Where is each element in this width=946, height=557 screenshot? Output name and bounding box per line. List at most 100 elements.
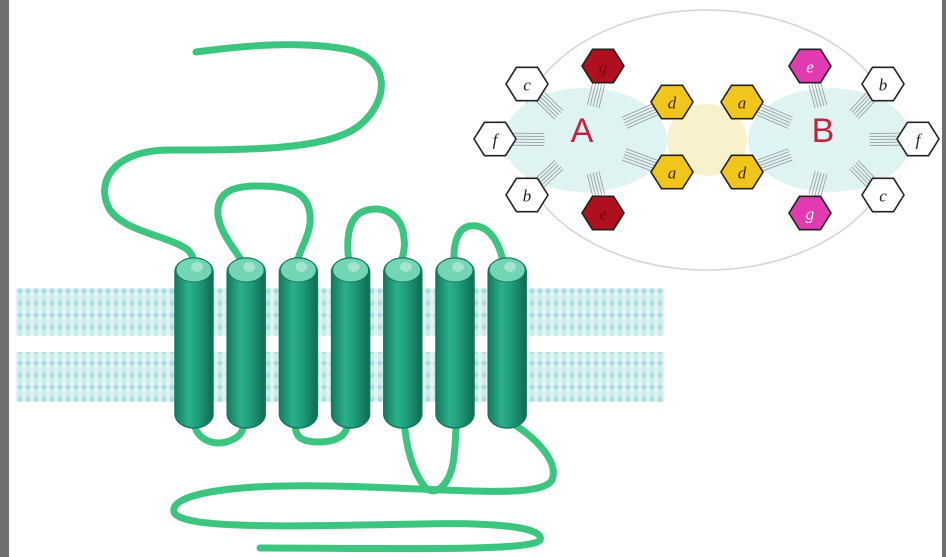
transmembrane-helix-1 [174,257,214,429]
transmembrane-helix-5 [383,257,423,429]
spoke-a-a-3 [623,153,656,167]
helix-top-cap-5 [384,257,422,283]
spoke-b-d-2 [759,156,792,170]
spoke-a-d-5 [626,114,659,129]
spoke-b-g-3 [814,172,822,196]
residue-hexagon-a-d [650,84,694,120]
residue-hexagon-b-c [861,177,905,213]
spoke-a-g-3 [592,83,600,107]
helix-top-cap-6 [436,257,474,283]
residue-letter-a-f: f [493,131,500,150]
spoke-a-e-1 [598,171,605,195]
residue-b-e: e [788,48,832,84]
spoke-b-c-5 [849,168,867,187]
spoke-a-c-2 [537,98,558,118]
residue-letter-b-b: b [879,76,888,95]
protein-chain [101,41,557,553]
spoke-b-e-4 [817,82,825,107]
helix-cylinder-3 [278,257,319,429]
spoke-a-c-1 [535,100,556,120]
spoke-a-g-5 [598,84,606,109]
helix-cap-highlight-3 [295,262,308,272]
residue-hexagon-b-e [788,48,832,84]
helix-cap-highlight-6 [452,262,464,272]
spoke-a-d-3 [623,108,656,124]
spoke-b-c-4 [851,166,869,185]
residue-hexagon-a-a [650,154,694,190]
residue-letter-b-c: c [879,187,887,206]
helix-top-cap-4 [332,257,370,283]
helix-top-cap-1 [175,257,213,283]
spoke-a-d-4 [625,111,657,127]
spoke-a-a-2 [625,151,657,164]
spoke-a-a-5 [621,159,654,172]
spoke-a-b-1 [543,168,564,188]
residue-a-d: d [650,84,694,120]
protein-loop-7 [400,416,460,495]
spoke-b-d-3 [758,153,791,167]
spoke-b-c-1 [857,160,876,179]
spoke-b-c-2 [855,162,873,181]
residue-hexagon-a-f [473,121,517,157]
residue-letter-a-e: e [599,205,607,224]
spoke-a-g-1 [586,81,594,106]
helix-cylinder-5 [383,257,423,429]
spoke-b-b-2 [851,94,869,114]
spoke-b-b-1 [849,92,867,111]
spoke-a-e-4 [589,173,597,197]
spoke-b-d-1 [760,159,793,172]
spoke-a-b-3 [539,164,560,183]
protein-loop-2 [214,182,314,272]
residue-a-f: f [473,121,517,157]
spoke-a-d-2 [622,106,655,121]
spoke-a-g-4 [595,84,603,108]
residue-b-a: a [720,84,764,120]
spoke-b-e-2 [811,84,819,108]
residue-b-b: b [861,66,905,102]
transmembrane-helix-4 [330,257,371,429]
spoke-b-e-1 [808,84,816,109]
spoke-b-d-4 [757,151,790,164]
helix-cap-highlight-4 [347,262,360,272]
helix-cap-highlight-7 [504,262,517,272]
residue-letter-a-a: a [668,164,677,183]
spoke-a-b-5 [535,160,556,179]
spoke-a-c-4 [541,94,562,113]
spoke-b-g-1 [820,174,828,198]
left-frame-border [0,0,9,557]
spoke-a-e-5 [586,174,594,198]
residue-b-d: d [720,154,764,190]
helix-cylinder-2 [226,257,266,429]
residue-hexagon-b-f [896,121,940,157]
residue-a-a: a [650,154,694,190]
spoke-a-b-2 [541,166,562,186]
residue-a-b: b [505,177,549,213]
interface-core [667,104,747,176]
residue-letter-b-f: f [916,131,923,150]
protein-loop-4 [450,222,508,272]
residue-b-g: g [788,195,832,231]
residue-letter-b-g: g [806,205,815,224]
protein-loop-6 [291,416,352,446]
spoke-a-c-5 [543,91,564,111]
protein-loop-1 [101,41,385,272]
spoke-b-b-4 [855,98,874,118]
residue-hexagon-a-e [581,195,625,231]
protein-loop-8 [170,416,557,553]
helix-cylinder-7 [487,257,527,429]
helix-cap-highlight-1 [191,262,203,272]
residue-hexagon-a-b [505,177,549,213]
helix-top-cap-7 [488,257,526,283]
spoke-a-e-2 [595,172,603,195]
residue-hexagon-a-g [581,48,625,84]
residue-a-c: c [505,66,549,102]
transmembrane-helix-7 [487,257,527,429]
helix-b-core [748,88,912,192]
residue-hexagon-a-c [505,66,549,102]
spoke-b-g-4 [811,171,819,195]
residue-letter-a-b: b [523,187,532,206]
protein-loop-3 [344,205,408,272]
residue-hexagon-b-b [861,66,905,102]
